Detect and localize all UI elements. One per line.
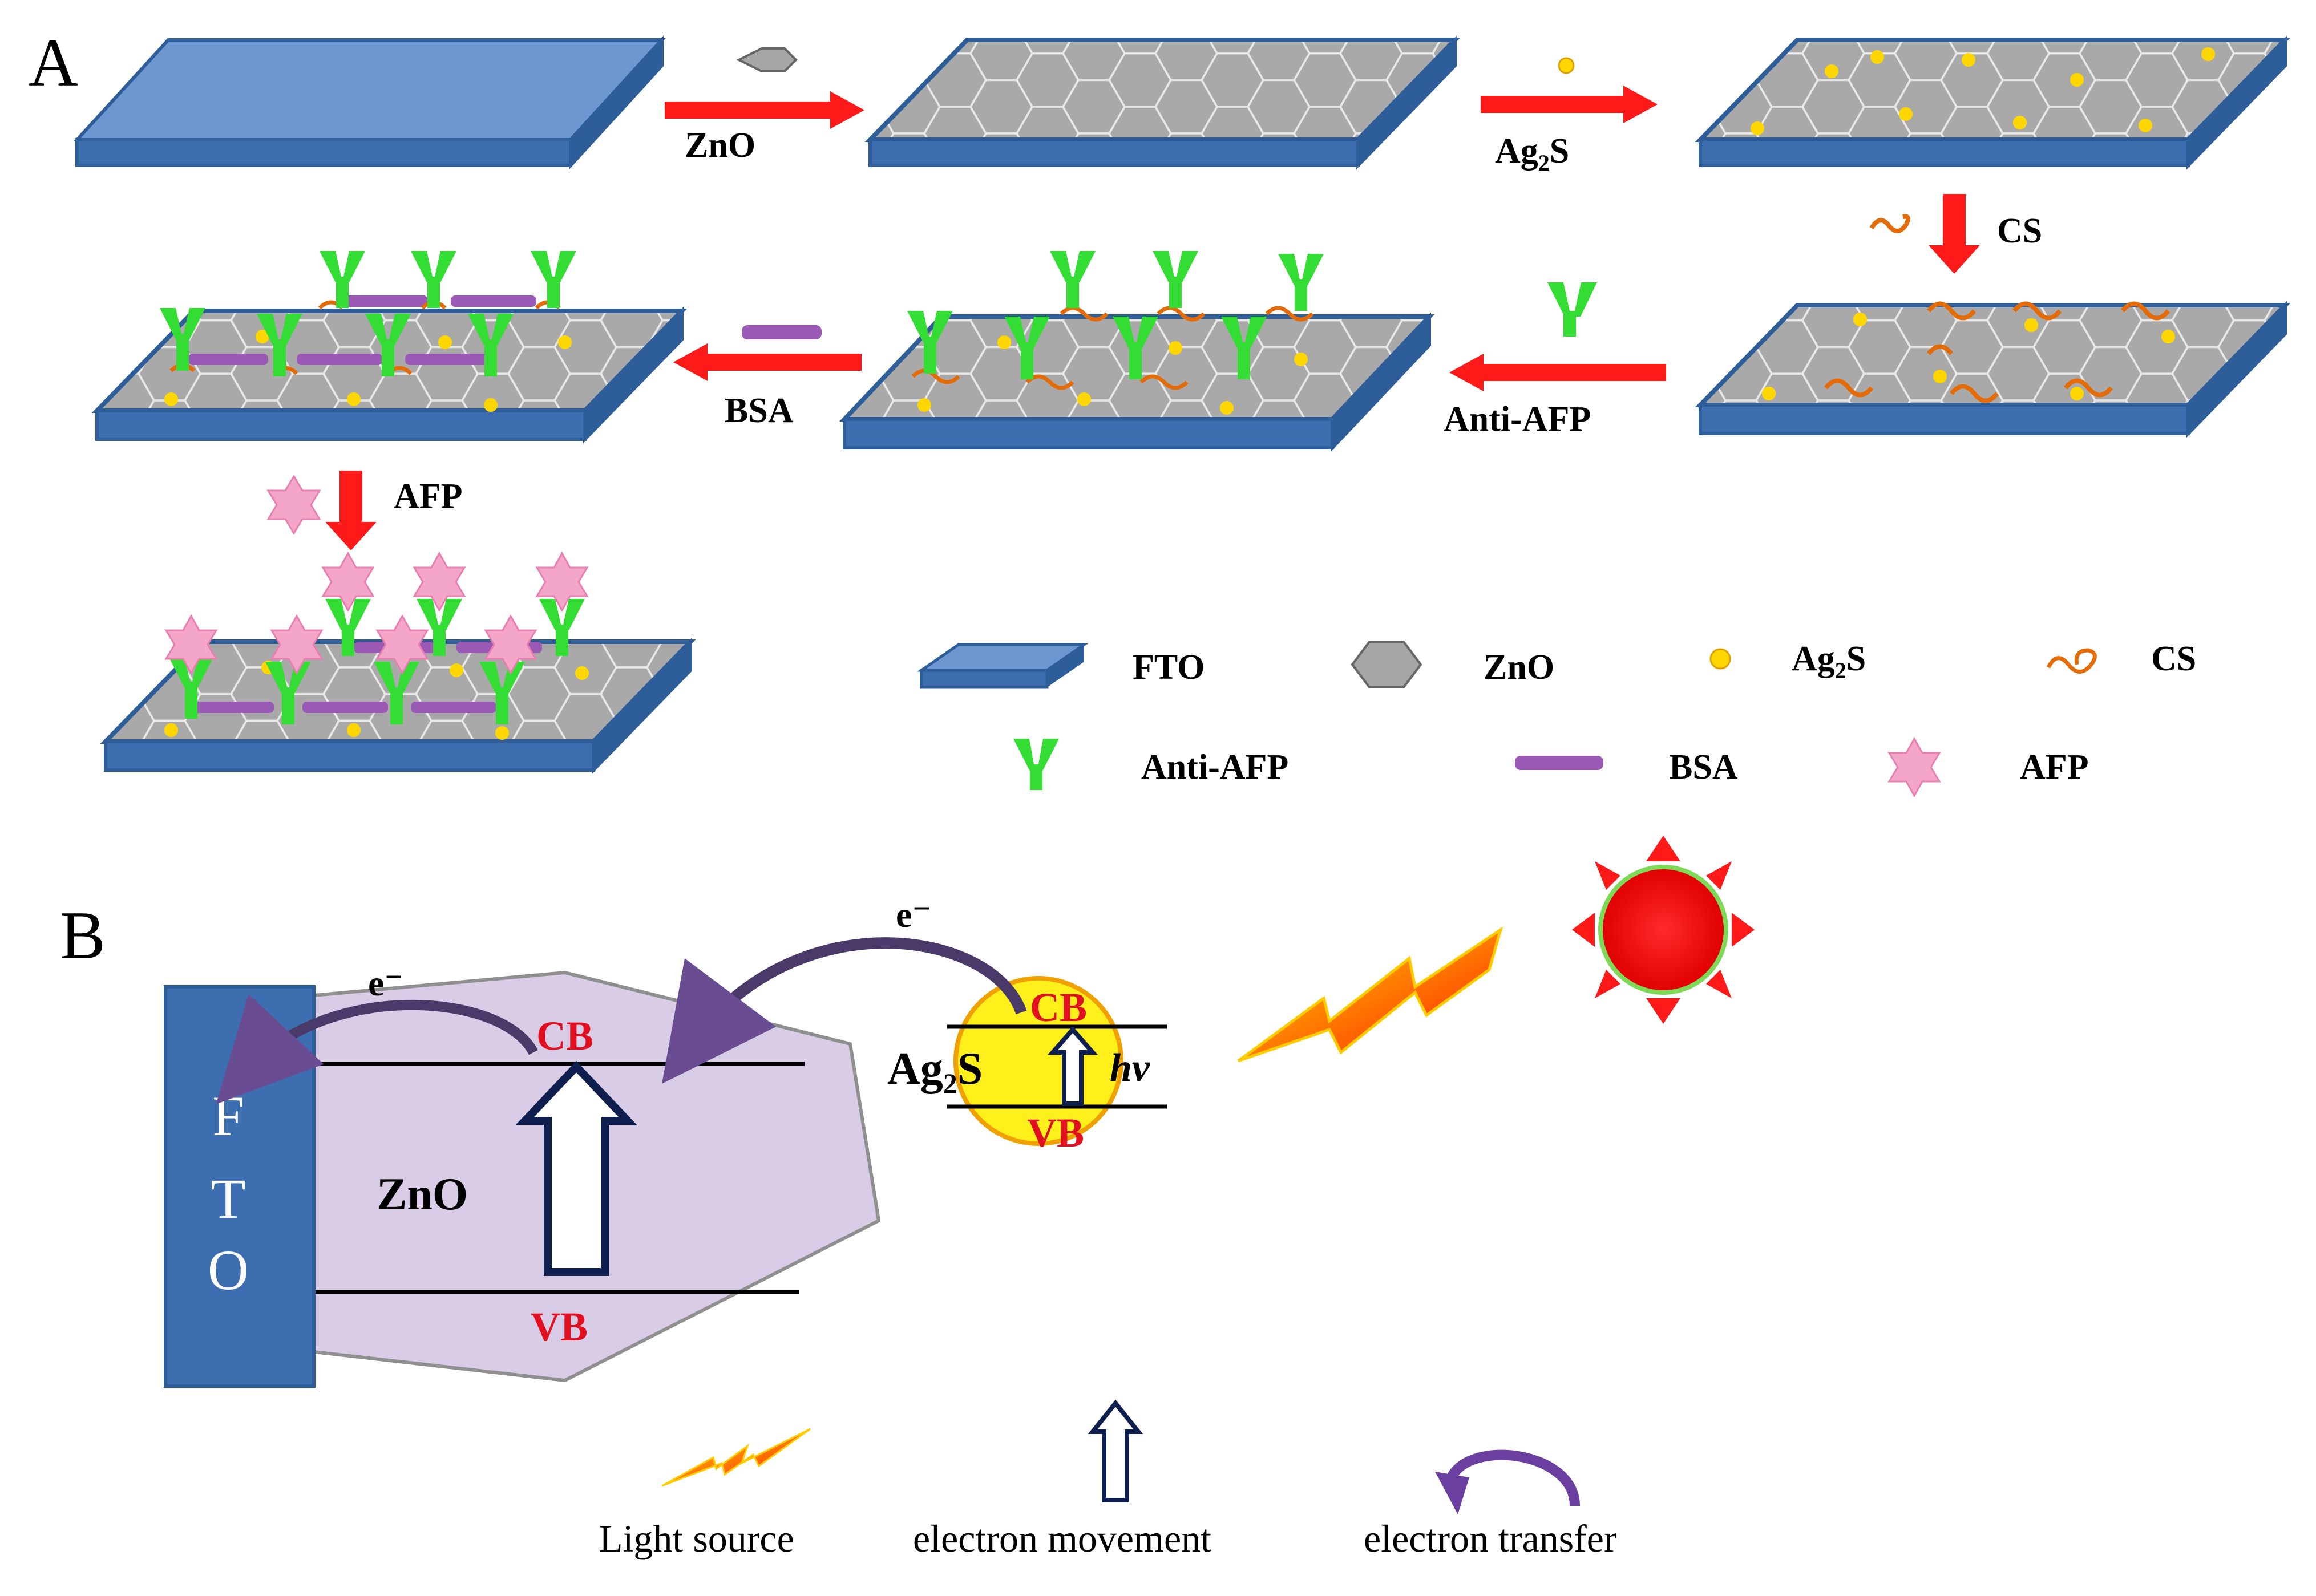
zno-cb-label: CB [536, 1013, 593, 1059]
bsa-plate [91, 251, 688, 444]
legend-electron-movement-label: electron movement [913, 1517, 1211, 1560]
fto-letter-t: T [211, 1167, 245, 1230]
afp-star-icon [266, 475, 321, 535]
step-label-zno: ZnO [685, 126, 755, 165]
fto-plate-1 [73, 35, 666, 170]
legend-light-source-label: Light source [599, 1517, 794, 1560]
arrow-ag2s-step: Ag2S [1481, 57, 1658, 176]
legend-label-anti-afp: Anti-AFP [1141, 748, 1288, 787]
ag2s-dot-icon [1558, 57, 1575, 74]
electron-label-2: e⁻ [896, 894, 931, 935]
ag2s-cb-label: CB [1030, 985, 1087, 1030]
legend-label-cs: CS [2151, 639, 2196, 678]
legend-label-afp: AFP [2020, 748, 2089, 787]
ag2s-plate [1695, 35, 2291, 170]
lightning-bolt-icon [1237, 926, 1503, 1063]
legend-label-zno: ZnO [1484, 648, 1554, 687]
legend-afp-icon [1887, 736, 1941, 798]
electron-label-1: e⁻ [368, 963, 403, 1003]
legend-electron-transfer-label: electron transfer [1364, 1517, 1617, 1560]
cs-plate [1695, 301, 2291, 438]
legend-cs-icon [2046, 648, 2097, 674]
zno-label: ZnO [377, 1169, 468, 1220]
ag2s-vb-label: VB [1027, 1110, 1084, 1156]
legend-bsa-icon [1515, 756, 1603, 770]
legend-ag2s-icon [1709, 648, 1731, 670]
zno-hexagon-icon [736, 47, 798, 72]
arrow-bsa-step: BSA [673, 325, 862, 430]
arrow-afp-step: AFP [266, 471, 463, 550]
step-label-cs: CS [1997, 212, 2042, 250]
ag2s-excitation-arrow [1048, 1026, 1098, 1106]
transfer-arrow-ag2s-to-zno [661, 937, 1027, 1084]
legend-fto-icon [916, 643, 1089, 689]
step-label-anti-afp: Anti-AFP [1444, 400, 1591, 439]
bsa-bar-icon [742, 325, 822, 339]
step-label-ag2s: Ag2S [1495, 132, 1569, 176]
legend-a: FTO ZnO Ag2S CS Anti-AFP BSA AFP [916, 639, 2196, 798]
ag2s-label: Ag2S [887, 1044, 983, 1099]
zno-vb-label: VB [531, 1304, 588, 1350]
legend-label-fto: FTO [1133, 648, 1205, 687]
fto-letter-f: F [212, 1084, 244, 1148]
arrow-zno-step: ZnO [665, 47, 864, 165]
anti-afp-plate [839, 251, 1435, 452]
transfer-arrow-zno-to-fto [216, 994, 538, 1104]
fto-letter-o: O [208, 1238, 249, 1302]
panel-b-label: B [60, 897, 106, 973]
step-label-bsa: BSA [725, 391, 794, 430]
panel-a-label: A [29, 25, 78, 100]
arrow-anti-afp-step: Anti-AFP [1444, 282, 1666, 439]
legend-b: Light source electron movement electron … [599, 1399, 1617, 1560]
legend-antibody-icon [1013, 739, 1059, 790]
step-label-afp: AFP [394, 477, 463, 516]
legend-label-ag2s: Ag2S [1792, 639, 1866, 683]
legend-zno-icon [1351, 641, 1422, 688]
arrow-cs-step: CS [1869, 194, 2042, 274]
sun-icon [1572, 836, 1755, 1024]
zno-plate [864, 35, 1461, 170]
legend-electron-movement-icon [1088, 1399, 1143, 1502]
legend-electron-transfer-icon [1444, 1449, 1580, 1506]
antibody-icon [1547, 282, 1597, 337]
electron-movement-arrow [515, 1060, 637, 1276]
hv-label: hν [1110, 1046, 1150, 1090]
afp-plate [100, 551, 696, 775]
cs-coil-icon [1869, 214, 1910, 233]
legend-light-source-icon [661, 1428, 811, 1487]
legend-label-bsa: BSA [1669, 748, 1738, 787]
